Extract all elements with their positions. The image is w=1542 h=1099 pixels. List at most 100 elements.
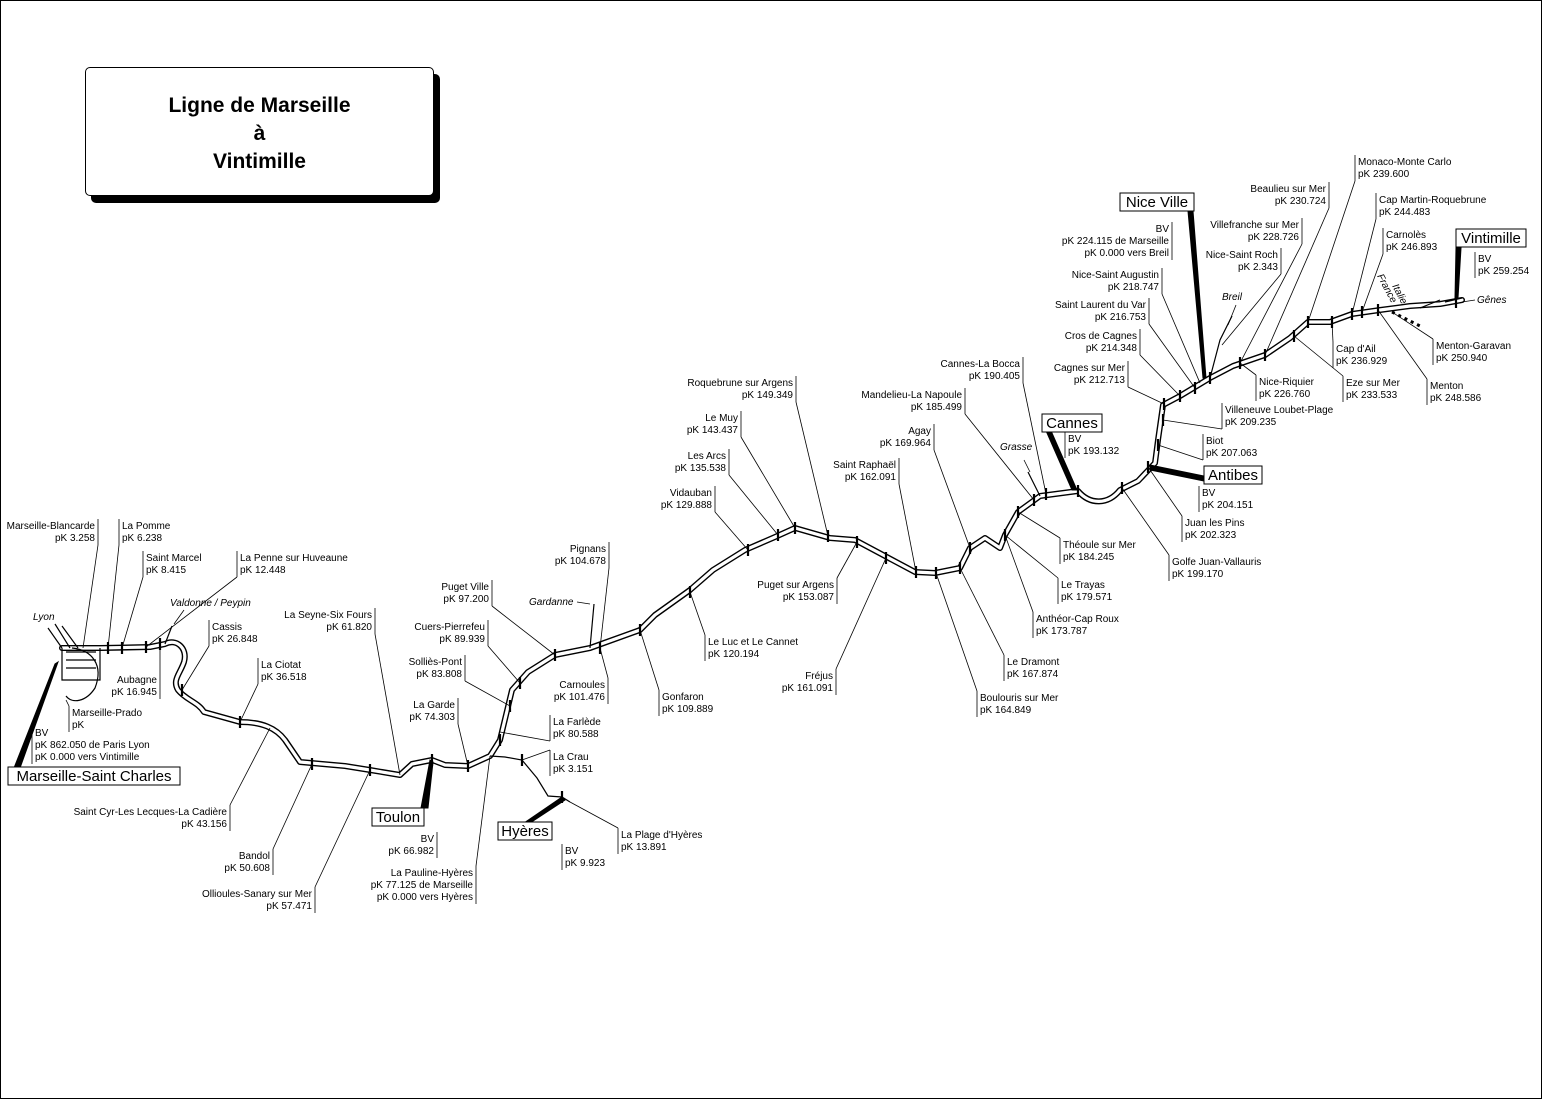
direction-grasse: Grasse	[1000, 442, 1033, 453]
leader-puget-sur-argens	[836, 541, 858, 579]
leader-marseille-prado	[65, 699, 70, 707]
gardanne-branch	[589, 603, 595, 649]
station-pk-cap-d-ail: pK 236.929	[1336, 356, 1388, 367]
station-pk-vidauban: pK 129.888	[661, 500, 713, 511]
station-pk-le-muy: pK 143.437	[687, 425, 739, 436]
station-name-antheor-cap-roux: Anthéor-Cap Roux	[1036, 614, 1119, 625]
station-name-carnoules: Carnoules	[559, 680, 605, 691]
leader-menton-garavan	[1391, 311, 1434, 340]
direction-breil: Breil	[1222, 292, 1243, 303]
station-name-la-pomme: La Pomme	[122, 521, 171, 532]
station-name-la-crau: La Crau	[553, 752, 589, 763]
station-name-cros-de-cagnes: Cros de Cagnes	[1065, 331, 1137, 342]
major-station-info-hyeres-0: BV	[565, 846, 579, 857]
leader-le-muy	[740, 436, 796, 529]
major-station-info-toulon-1: pK 66.982	[388, 846, 434, 857]
station-pk-marseille-blancarde: pK 3.258	[55, 533, 95, 544]
station-pk2-la-pauline-hyeres: pK 0.000 vers Hyères	[377, 892, 473, 903]
station-pk-la-pomme: pK 6.238	[122, 533, 162, 544]
major-station-wedge-antibes	[1149, 464, 1205, 482]
station-pk-la-plage-d-hyeres: pK 13.891	[621, 842, 667, 853]
station-name-la-ciotat: La Ciotat	[261, 660, 301, 671]
direction-pointer-genes	[1461, 299, 1476, 303]
leader-cagnes-sur-mer	[1127, 386, 1165, 405]
station-name-golfe-juan-vallauris: Golfe Juan-Vallauris	[1172, 557, 1261, 568]
station-pk-bandol: pK 50.608	[224, 863, 270, 874]
station-name-le-trayas: Le Trayas	[1061, 580, 1105, 591]
station-pk-saint-marcel: pK 8.415	[146, 565, 186, 576]
station-name-la-plage-d-hyeres: La Plage d'Hyères	[621, 830, 702, 841]
leader-cassis	[181, 645, 210, 691]
major-station-info-cannes-1: pK 193.132	[1068, 446, 1120, 457]
leader-la-penne-sur-huveaune	[145, 576, 238, 648]
marseille-yard	[61, 648, 101, 681]
major-station-wedge-cannes	[1046, 432, 1078, 491]
station-name-marseille-blancarde: Marseille-Blancarde	[7, 521, 96, 532]
genes-track	[1419, 297, 1463, 309]
leader-les-arcs	[728, 474, 779, 536]
station-name-sollies-pont: Solliès-Pont	[409, 657, 463, 668]
station-name-bandol: Bandol	[239, 851, 270, 862]
station-name-nice-riquier: Nice-Riquier	[1259, 377, 1315, 388]
station-pk-saint-raphael: pK 162.091	[845, 472, 897, 483]
leader-mandelieu-la-napoule	[964, 413, 1035, 501]
leader-pignans	[599, 567, 610, 649]
station-name-nice-saint-augustin: Nice-Saint Augustin	[1072, 270, 1159, 281]
leader-la-crau	[521, 749, 551, 761]
leader-la-farlede	[499, 731, 551, 742]
station-pk-eze-sur-mer: pK 233.533	[1346, 390, 1398, 401]
station-pk-nice-saint-augustin: pK 218.747	[1108, 282, 1160, 293]
leader-la-seyne-six-fours	[374, 633, 401, 776]
direction-pointer-valdonne	[173, 609, 185, 625]
station-pk-theoule-sur-mer: pK 184.245	[1063, 552, 1115, 563]
station-pk-les-arcs: pK 135.538	[675, 463, 727, 474]
station-pk-golfe-juan-vallauris: pK 199.170	[1172, 569, 1224, 580]
station-name-saint-marcel: Saint Marcel	[146, 553, 202, 564]
major-station-name-nice: Nice Ville	[1126, 194, 1188, 211]
leader-monaco-monte-carlo	[1307, 180, 1356, 323]
leader-cannes-la-bocca	[1022, 382, 1047, 495]
leader-la-pomme	[107, 544, 120, 649]
station-pk-la-garde: pK 74.303	[409, 712, 455, 723]
leader-la-garde	[457, 723, 469, 767]
station-name-puget-sur-argens: Puget sur Argens	[757, 580, 834, 591]
station-name-puget-ville: Puget Ville	[441, 582, 489, 593]
station-name-agay: Agay	[908, 426, 931, 437]
leader-eze-sur-mer	[1293, 335, 1344, 377]
valdonne-branch	[164, 625, 173, 645]
station-pk-saint-laurent-du-var: pK 216.753	[1095, 312, 1147, 323]
leader-bandol	[272, 763, 313, 850]
major-station-info-marseille-2: pK 0.000 vers Vintimille	[35, 752, 140, 763]
major-station-info-antibes-0: BV	[1202, 488, 1216, 499]
leader-gonfaron	[639, 629, 660, 691]
leader-theoule-sur-mer	[1017, 511, 1061, 539]
main-line-outer	[59, 297, 1465, 778]
major-station-name-marseille: Marseille-Saint Charles	[16, 768, 171, 785]
major-station-box-vintimille	[1455, 228, 1527, 248]
leader-nice-riquier	[1239, 362, 1257, 376]
station-pk-mandelieu-la-napoule: pK 185.499	[911, 402, 963, 413]
leader-la-plage-d-hyeres	[569, 801, 619, 829]
station-pk-menton: pK 248.586	[1430, 393, 1482, 404]
major-station-box-marseille	[7, 766, 181, 786]
station-pk-monaco-monte-carlo: pK 239.600	[1358, 169, 1410, 180]
station-pk-marseille-prado: pK	[72, 720, 85, 731]
station-name-saint-cyr-les-lecques-la-cadiere: Saint Cyr-Les Lecques-La Cadière	[74, 807, 228, 818]
station-pk-cagnes-sur-mer: pK 212.713	[1074, 375, 1126, 386]
station-pk-le-luc-et-le-cannet: pK 120.194	[708, 649, 760, 660]
leader-le-luc-et-le-cannet	[689, 591, 706, 636]
direction-pointer-gardanne	[576, 601, 591, 605]
major-station-box-toulon	[371, 807, 425, 827]
prado-loop	[65, 647, 99, 702]
leader-agay	[933, 449, 971, 549]
station-pk-puget-sur-argens: pK 153.087	[783, 592, 835, 603]
track-layer	[47, 296, 1465, 803]
station-name-frejus: Fréjus	[805, 671, 833, 682]
major-station-box-hyeres	[497, 821, 553, 841]
leader-saint-laurent-du-var	[1148, 323, 1196, 389]
station-pk-la-seyne-six-fours: pK 61.820	[326, 622, 372, 633]
direction-gardanne: Gardanne	[529, 597, 574, 608]
leader-la-pauline-hyeres	[475, 755, 491, 867]
station-pk-carnoles: pK 246.893	[1386, 242, 1438, 253]
major-station-info-vintimille-1: pK 259.254	[1478, 266, 1530, 277]
